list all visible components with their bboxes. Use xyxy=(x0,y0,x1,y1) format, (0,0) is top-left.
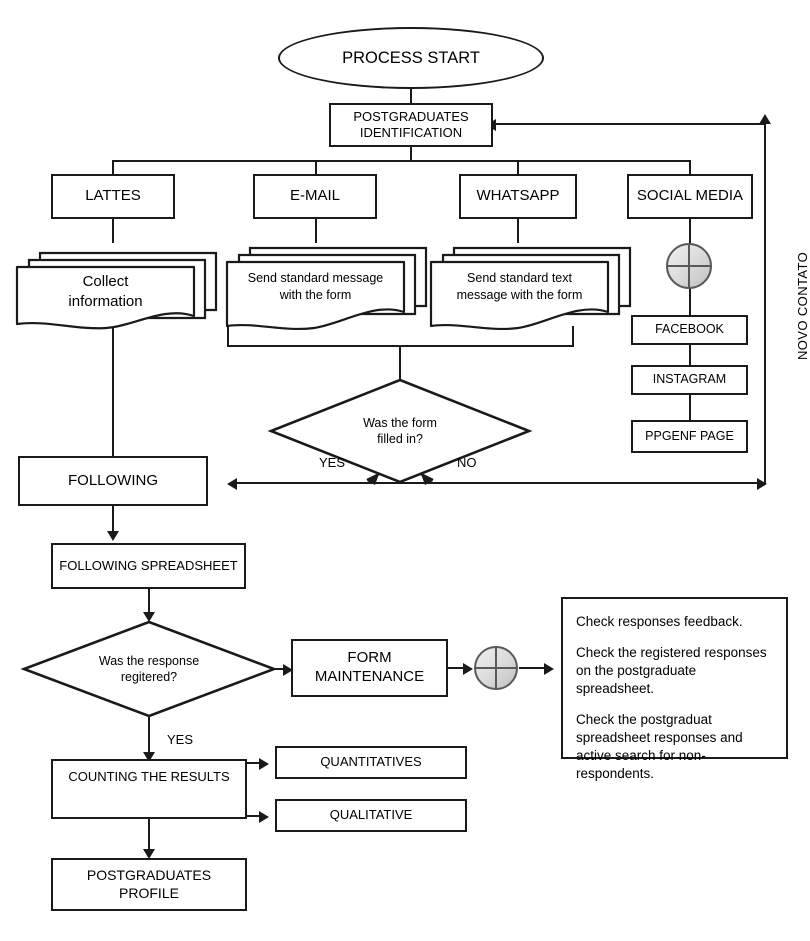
connector-form-maintenance-to-junction xyxy=(448,667,469,670)
connector-counting-to-qualitative xyxy=(247,815,263,818)
connector-junction-to-note xyxy=(519,667,550,670)
node-following[interactable]: FOLLOWING xyxy=(18,456,208,506)
connector-decision-to-form-maintenance xyxy=(274,668,288,671)
channel-label-email: E-MAIL xyxy=(289,187,340,205)
note-panel-checks: Check responses feedback. Check the regi… xyxy=(561,597,788,781)
counting-label: COUNTING THE RESULTS xyxy=(68,769,230,784)
connector-merge-to-decision xyxy=(399,345,402,379)
arrowhead-counting-to-profile xyxy=(143,849,155,859)
connector-facebook-to-instagram xyxy=(689,345,692,365)
connector-counting-to-profile xyxy=(148,819,151,854)
arrowhead-to-form-maintenance xyxy=(283,664,293,676)
arrowhead-form-maintenance-to-junction xyxy=(463,663,473,675)
connector-following-down xyxy=(112,506,115,534)
node-social-ppgenf-page[interactable]: PPGENF PAGE xyxy=(631,420,748,453)
connector-bus-drop-whatsapp xyxy=(517,160,520,175)
branch-label-no-form: NO xyxy=(457,455,477,470)
form-maintenance-label-line1: FORM xyxy=(347,649,392,667)
arrowhead-rail-left xyxy=(227,478,237,490)
channel-label-lattes: LATTES xyxy=(85,187,141,205)
connector-bus-drop-email xyxy=(315,160,318,175)
arrowhead-following-to-spreadsheet xyxy=(107,531,119,541)
node-result-quantitatives[interactable]: QUANTITATIVES xyxy=(275,746,467,779)
node-document-send-standard-message[interactable]: Send standard message with the form xyxy=(224,240,428,345)
connector-decision-yes-down xyxy=(148,716,151,757)
node-postgraduates-identification[interactable]: POSTGRADUATES IDENTIFICATION xyxy=(329,103,493,147)
connector-spreadsheet-down xyxy=(148,589,151,617)
connector-junction-to-facebook xyxy=(689,288,692,316)
arrowhead-to-quantitatives xyxy=(259,758,269,770)
connector-return-horizontal xyxy=(493,123,765,126)
profile-label-line2: PROFILE xyxy=(119,884,179,901)
connector-channel-bus xyxy=(112,160,690,163)
node-channel-email[interactable]: E-MAIL xyxy=(253,174,377,219)
node-social-instagram[interactable]: INSTAGRAM xyxy=(631,365,748,395)
node-channel-lattes[interactable]: LATTES xyxy=(51,174,175,219)
connector-whatsapp-to-doc xyxy=(517,219,520,243)
connector-social-to-junction xyxy=(689,219,692,250)
process-start-label: PROCESS START xyxy=(342,48,480,67)
note-paragraph-3: Check the postgraduat spreadsheet respon… xyxy=(576,711,743,781)
node-channel-social-media[interactable]: SOCIAL MEDIA xyxy=(627,174,753,219)
social-label-instagram: INSTAGRAM xyxy=(652,372,727,387)
node-decision-form-filled[interactable]: Was the form filled in? xyxy=(267,378,533,484)
arrowhead-to-qualitative xyxy=(259,811,269,823)
connector-whatsapp-doc-down xyxy=(572,326,575,347)
node-counting-the-results[interactable]: COUNTING THE RESULTS xyxy=(51,759,247,819)
connector-collect-to-following xyxy=(112,322,115,456)
return-path-label: NOVO CONTATO xyxy=(795,251,810,360)
note-paragraph-2: Check the registered responses on the po… xyxy=(576,644,767,696)
identification-label-line2: IDENTIFICATION xyxy=(359,125,463,140)
arrowhead-decision-yes-to-counting xyxy=(143,752,155,762)
social-label-ppgenf-page: PPGENF PAGE xyxy=(645,428,734,443)
branch-label-yes-form: YES xyxy=(319,455,346,470)
identification-label-line1: POSTGRADUATES xyxy=(353,108,469,124)
node-document-collect-information[interactable]: Collect information xyxy=(14,240,218,332)
connector-lattes-to-doc xyxy=(112,219,115,243)
arrowhead-rail-right xyxy=(757,478,767,490)
arrowhead-junction-to-note xyxy=(544,663,554,675)
channel-label-whatsapp: WHATSAPP xyxy=(476,187,560,205)
result-label-quantitatives: QUANTITATIVES xyxy=(320,754,422,770)
form-maintenance-label-line2: MAINTENANCE xyxy=(314,668,425,685)
connector-counting-to-quantitatives xyxy=(247,762,263,765)
node-decision-response-registered[interactable]: Was the response regitered? xyxy=(20,620,278,718)
connector-bus-drop-social xyxy=(689,160,692,175)
channel-label-social-media: SOCIAL MEDIA xyxy=(636,187,744,205)
node-result-qualitative[interactable]: QUALITATIVE xyxy=(275,799,467,832)
connector-identification-down xyxy=(410,147,413,161)
connector-start-to-identification xyxy=(410,88,413,104)
junction-social-media-icon xyxy=(665,242,713,290)
node-process-start[interactable]: PROCESS START xyxy=(278,27,544,89)
connector-yes-no-rail xyxy=(235,482,765,485)
node-following-spreadsheet[interactable]: FOLLOWING SPREADSHEET xyxy=(51,543,246,589)
connector-bus-drop-lattes xyxy=(112,160,115,175)
social-label-facebook: FACEBOOK xyxy=(655,322,724,337)
branch-label-yes-response: YES xyxy=(167,732,194,747)
note-paragraph-1: Check responses feedback. xyxy=(576,614,743,629)
connector-email-doc-down xyxy=(227,326,230,347)
arrowhead-spreadsheet-to-decision xyxy=(143,612,155,622)
node-form-maintenance[interactable]: FORM MAINTENANCE xyxy=(291,639,448,697)
arrowhead-return-up xyxy=(759,114,771,124)
node-document-send-standard-text-message[interactable]: Send standard text message with the form xyxy=(428,240,632,345)
junction-form-maintenance-icon xyxy=(473,645,519,691)
result-label-qualitative: QUALITATIVE xyxy=(329,807,413,823)
connector-return-vertical xyxy=(764,124,767,484)
following-spreadsheet-label: FOLLOWING SPREADSHEET xyxy=(59,557,238,573)
node-social-facebook[interactable]: FACEBOOK xyxy=(631,315,748,345)
connector-email-to-doc xyxy=(315,219,318,243)
node-channel-whatsapp[interactable]: WHATSAPP xyxy=(459,174,577,219)
following-label: FOLLOWING xyxy=(67,471,158,489)
profile-label-line1: POSTGRADUATES xyxy=(86,867,212,883)
connector-instagram-to-ppgenf xyxy=(689,395,692,420)
node-postgraduates-profile[interactable]: POSTGRADUATES PROFILE xyxy=(51,858,247,911)
